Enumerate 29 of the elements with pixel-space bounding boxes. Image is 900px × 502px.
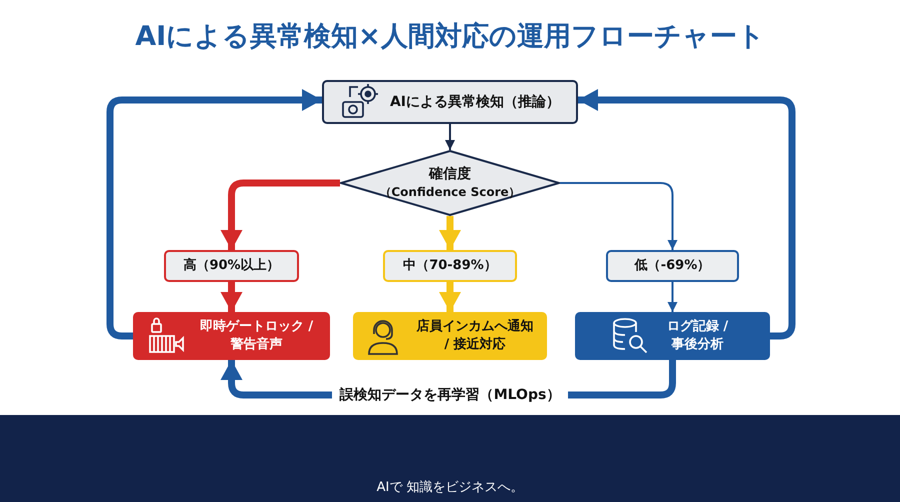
arrow [439, 216, 461, 250]
arrow [445, 124, 455, 150]
box-label: 低（-69%） [634, 257, 710, 275]
arrow [106, 89, 322, 340]
decision-heading: 確信度 [429, 165, 471, 184]
tagline: AIで 知識をビジネスへ。 [376, 479, 524, 496]
box-label: 中（70-89%） [403, 257, 497, 275]
box-label: 店員インカムへ通知 / 接近対応 [416, 318, 534, 354]
arrow [668, 282, 678, 312]
title: AIによる異常検知×人間対応の運用フローチャート [134, 20, 766, 54]
process-box [322, 80, 578, 124]
decision-diamond [340, 150, 560, 216]
arrow [220, 180, 340, 250]
arrow [220, 282, 242, 312]
level-box [383, 250, 517, 282]
level-box [164, 250, 299, 282]
box-label: 高（90%以上） [183, 257, 280, 275]
edge-label: 誤検知データを再学習（MLOps） [332, 387, 568, 403]
arrow [439, 282, 461, 312]
arrow [578, 89, 796, 340]
action-box [353, 312, 547, 360]
action-box [575, 312, 770, 360]
level-box [606, 250, 739, 282]
decision-subtitle: （Confidence Score） [379, 184, 521, 201]
action-box [133, 312, 330, 360]
box-label: 即時ゲートロック / 警告音声 [198, 318, 314, 354]
box-label: ログ記録 / 事後分析 [666, 318, 730, 354]
box-label: AIによる異常検知（推論） [390, 92, 560, 112]
arrow [560, 182, 678, 250]
